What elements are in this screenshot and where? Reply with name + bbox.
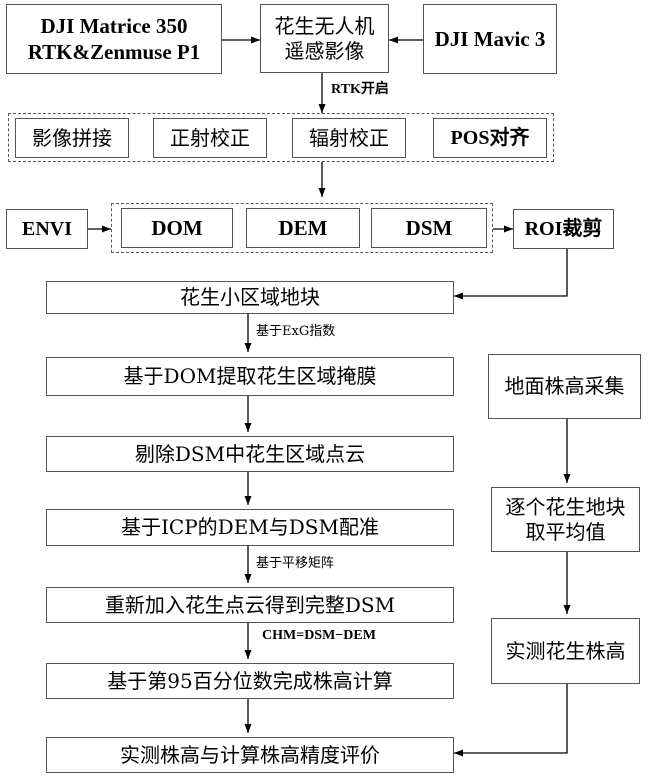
label-rtk-on: RTK开启 [331, 82, 389, 97]
node-dom-label: DOM [151, 215, 203, 240]
node-dem-label: DEM [278, 215, 328, 240]
node-measured-height-label: 实测花生株高 [505, 638, 626, 663]
node-dji-matrice-350-line2: RTK&Zenmuse P1 [27, 40, 201, 64]
group-products [111, 203, 493, 253]
node-plot-average-line1: 逐个花生地块 [505, 494, 626, 519]
node-uav-image-line1: 花生无人机 [274, 13, 375, 38]
node-complete-dsm: 重新加入花生点云得到完整DSM [46, 587, 454, 623]
node-dsm: DSM [371, 208, 487, 248]
node-ground-height-collection-label: 地面株高采集 [504, 374, 625, 398]
node-roi-crop-label: ROI裁剪 [524, 217, 603, 240]
node-complete-dsm-label: 重新加入花生点云得到完整DSM [104, 592, 396, 617]
node-percentile-height: 基于第95百分位数完成株高计算 [46, 663, 454, 699]
arrow-measured-to-evaluate [454, 684, 568, 757]
node-dsm-label: DSM [405, 215, 453, 240]
node-envi-label: ENVI [21, 217, 72, 240]
node-remove-point-cloud: 剔除DSM中花生区域点云 [46, 436, 454, 472]
node-plot-average: 逐个花生地块 取平均值 [491, 487, 640, 552]
label-exg-index: 基于ExG指数 [256, 324, 336, 339]
node-ortho-correction-label: 正射校正 [170, 125, 250, 150]
node-dji-matrice-350-line1: DJI Matrice 350 [40, 13, 188, 38]
node-accuracy-evaluation-label: 实测株高与计算株高精度评价 [120, 742, 380, 767]
node-radiometric-correction: 辐射校正 [292, 118, 406, 158]
node-remove-point-cloud-label: 剔除DSM中花生区域点云 [134, 441, 366, 466]
node-icp-registration: 基于ICP的DEM与DSM配准 [46, 509, 454, 546]
node-dji-matrice-350: DJI Matrice 350 RTK&Zenmuse P1 [6, 4, 222, 74]
node-dom-mask: 基于DOM提取花生区域掩膜 [46, 357, 454, 396]
label-chm-formula: CHM=DSM−DEM [262, 628, 376, 643]
node-icp-registration-label: 基于ICP的DEM与DSM配准 [121, 515, 379, 539]
node-accuracy-evaluation: 实测株高与计算株高精度评价 [46, 737, 454, 773]
node-dom-mask-label: 基于DOM提取花生区域掩膜 [123, 364, 377, 388]
node-dji-mavic-3-label: DJI Mavic 3 [434, 26, 546, 51]
node-image-mosaic: 影像拼接 [15, 118, 129, 158]
node-ortho-correction: 正射校正 [153, 118, 267, 158]
node-pos-align: POS对齐 [433, 118, 547, 158]
node-uav-image-line2: 遥感影像 [284, 38, 365, 63]
node-radiometric-correction-label: 辐射校正 [309, 125, 389, 150]
node-peanut-plots-label: 花生小区域地块 [180, 285, 320, 309]
label-translation-matrix: 基于平移矩阵 [256, 556, 335, 571]
node-uav-image: 花生无人机 遥感影像 [260, 4, 389, 73]
node-pos-align-label: POS对齐 [450, 126, 530, 149]
node-roi-crop: ROI裁剪 [513, 209, 614, 249]
arrow-roi-to-plots [454, 248, 568, 300]
node-plot-average-line2: 取平均值 [525, 519, 606, 544]
node-percentile-height-label: 基于第95百分位数完成株高计算 [107, 668, 393, 693]
node-image-mosaic-label: 影像拼接 [32, 125, 112, 150]
node-peanut-plots: 花生小区域地块 [46, 281, 454, 314]
node-envi: ENVI [6, 209, 88, 249]
node-dem: DEM [246, 208, 360, 248]
node-ground-height-collection: 地面株高采集 [488, 354, 641, 419]
node-dji-mavic-3: DJI Mavic 3 [423, 4, 557, 74]
node-measured-height: 实测花生株高 [491, 618, 640, 684]
group-preprocessing [8, 113, 554, 162]
node-dom: DOM [121, 208, 233, 248]
